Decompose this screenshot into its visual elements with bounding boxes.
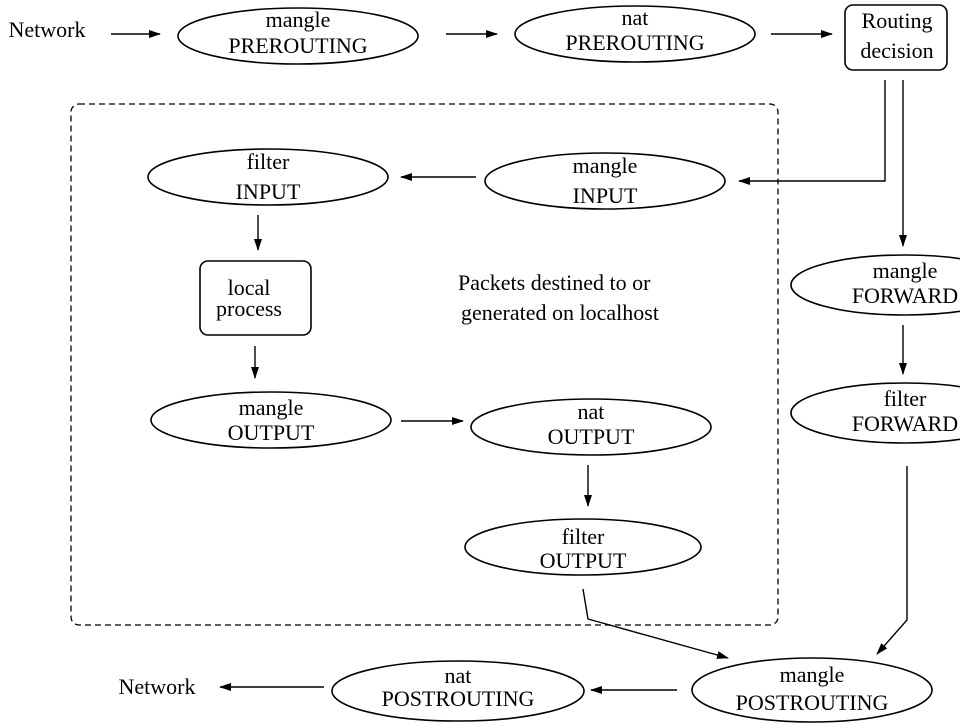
node-shape-mangle-postrouting	[691, 657, 933, 723]
node-label-mangle-forward: mangle	[873, 258, 938, 283]
localhost-group-label: Packets destined to or generated on loca…	[458, 270, 659, 325]
node-label-filter-output: OUTPUT	[540, 548, 627, 573]
node-label-mangle-output: mangle	[239, 395, 304, 420]
node-label-mangle-postrouting: mangle	[780, 662, 845, 687]
node-label-nat-prerouting: nat	[622, 5, 649, 30]
node-label-network-out: Network	[119, 674, 196, 699]
node-label-nat-output: OUTPUT	[548, 424, 635, 449]
localhost-group-box	[70, 103, 779, 626]
node-shape-mangle-prerouting	[177, 7, 419, 65]
localhost-group-label-line: generated on localhost	[461, 300, 659, 325]
node-label-filter-output: filter	[562, 524, 605, 549]
node-label-routing-decision: Routing	[862, 8, 933, 33]
node-label-mangle-input: INPUT	[573, 183, 638, 208]
node-label-nat-postrouting: nat	[445, 663, 472, 688]
node-shape-routing-decision	[844, 4, 948, 71]
node-shape-nat-output	[470, 398, 712, 456]
node-shape-nat-prerouting	[514, 5, 756, 63]
node-label-local-process: local	[228, 275, 271, 300]
node-shape-mangle-forward	[790, 254, 960, 316]
node-network-in: Network	[9, 17, 86, 42]
node-shape-filter-output	[464, 518, 702, 576]
node-label-mangle-prerouting: PREROUTING	[228, 33, 367, 58]
edges-layer	[111, 30, 908, 694]
localhost-group-label-line: Packets destined to or	[458, 270, 651, 295]
node-label-nat-postrouting: POSTROUTING	[382, 686, 535, 711]
edge-routing-decision-to-mangle-input	[738, 80, 886, 185]
node-label-filter-forward: filter	[884, 386, 927, 411]
node-label-filter-input: filter	[247, 149, 290, 174]
node-shape-mangle-output	[150, 391, 392, 449]
node-label-network-in: Network	[9, 17, 86, 42]
node-label-mangle-postrouting: POSTROUTING	[736, 690, 889, 715]
edge-filter-output-to-mangle-postrouting	[582, 588, 729, 659]
node-label-filter-forward: FORWARD	[852, 411, 958, 436]
node-label-local-process: process	[216, 296, 282, 321]
node-network-out: Network	[119, 674, 196, 699]
node-shape-mangle-input	[484, 152, 726, 210]
edge-filter-forward-to-mangle-postrouting	[876, 466, 908, 655]
node-routing-decision: Routing decision	[844, 4, 948, 71]
node-shape-filter-input	[147, 148, 389, 206]
node-label-mangle-prerouting: mangle	[266, 7, 331, 32]
node-label-filter-input: INPUT	[236, 179, 301, 204]
node-label-mangle-forward: FORWARD	[852, 283, 958, 308]
node-label-mangle-output: OUTPUT	[228, 420, 315, 445]
node-label-routing-decision: decision	[860, 38, 933, 63]
node-label-nat-prerouting: PREROUTING	[565, 30, 704, 55]
node-shape-nat-postrouting	[331, 660, 585, 722]
node-shape-filter-forward	[790, 382, 960, 444]
node-label-nat-output: nat	[578, 399, 605, 424]
node-label-mangle-input: mangle	[573, 153, 638, 178]
node-shape-local-process	[199, 260, 312, 336]
